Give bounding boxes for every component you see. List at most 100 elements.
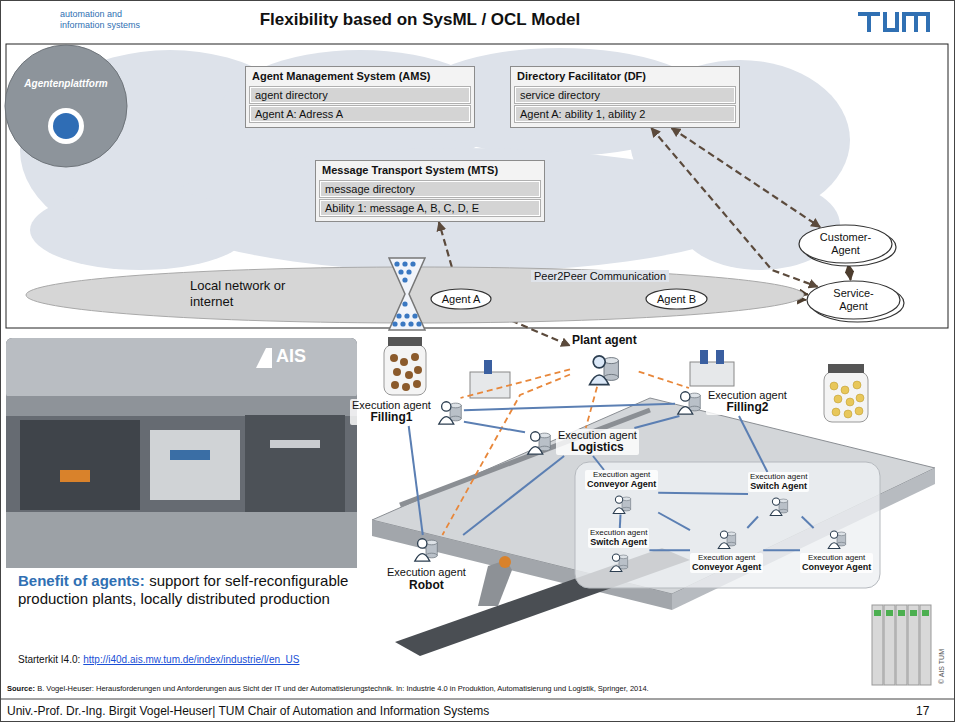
hourglass-dot (402, 277, 407, 282)
agent-kind: Execution agent (750, 472, 807, 481)
connector (619, 515, 622, 529)
badge-inner (48, 108, 84, 144)
network-band: Local network or internetAgent AAgent B (25, 266, 805, 324)
agent-label: Agent B (657, 293, 696, 306)
person-icon (830, 531, 837, 538)
agent-text: Execution agentRobot (385, 566, 468, 592)
lab-photo (6, 512, 357, 568)
connector (649, 549, 690, 551)
institute-name: automation and information systems (60, 9, 160, 31)
platform-badge: Agentenplattform (4, 44, 128, 168)
database-icon (619, 555, 628, 559)
tum-logo (926, 12, 930, 32)
badge-dot (53, 113, 79, 139)
lab-photo (60, 470, 90, 482)
plant-illustration (886, 610, 893, 616)
execution-agent: Execution agentSwitch Agent (588, 528, 649, 573)
jar-yellow (844, 410, 852, 418)
ellipse-text: Agent B (657, 293, 696, 306)
badge-ring (5, 45, 127, 167)
jar-yellow (824, 372, 868, 422)
agent-name: Conveyor Agent (802, 562, 871, 572)
jar-yellow (830, 382, 838, 390)
agent-name: Switch Agent (750, 481, 807, 491)
plant-illustration (470, 372, 510, 398)
jar-yellow (853, 381, 861, 389)
tum-logo (895, 12, 899, 32)
jar-brown (390, 354, 398, 362)
agent-icon (412, 535, 440, 563)
person-icon (770, 509, 782, 515)
agent-label: Agent A (442, 293, 481, 306)
agent-kind: Execution agent (708, 389, 787, 402)
ellipse-text: Service-Agent (823, 287, 885, 312)
edge-label: Peer2Peer Communication (531, 270, 669, 282)
jar-yellow (841, 386, 849, 394)
jar-yellow (824, 364, 868, 422)
directory-box: Agent Management System (AMS) agent direc… (245, 66, 475, 128)
person-icon (720, 531, 727, 538)
tum-logo (902, 12, 906, 32)
plant-illustration (884, 605, 895, 685)
jar-yellow (828, 364, 864, 373)
hourglass-icon (389, 258, 425, 330)
person-icon (718, 543, 730, 549)
database-icon (779, 499, 788, 503)
hourglass-dot (410, 261, 415, 266)
person-icon (678, 407, 693, 414)
jar-brown (384, 337, 426, 395)
agent-icon (768, 495, 790, 517)
agent-icon (611, 493, 633, 515)
footer-rule (0, 699, 955, 700)
agent-text: Plant agent (570, 334, 639, 348)
agent-icon (586, 351, 622, 387)
hourglass-dot (412, 313, 417, 318)
plant-illustration (922, 610, 929, 616)
agent-name: Robot (387, 579, 466, 593)
plant-illustration (484, 360, 492, 374)
plant-illustration (700, 350, 708, 364)
agent-icon (525, 428, 553, 456)
plant-illustration (898, 610, 905, 616)
badge-label: Agentenplattform (4, 78, 128, 89)
execution-agent: Execution agentRobot (385, 535, 468, 592)
agent-ellipse-outline (807, 281, 900, 319)
agent-text: Execution agentFilling2 (706, 389, 789, 415)
agent-ellipse: Agent A (430, 288, 492, 310)
connector (651, 128, 817, 287)
plant-illustration (872, 605, 931, 685)
agent-ellipse-outline (646, 289, 707, 309)
execution-agent: Execution agentSwitch Agent (748, 472, 809, 517)
lab-photo (6, 396, 357, 416)
connector (747, 517, 758, 529)
jar-yellow (830, 381, 864, 418)
agent-kind: Execution agent (692, 553, 761, 562)
person-icon (415, 554, 430, 561)
plant-illustration (372, 350, 935, 685)
jar-brown (384, 345, 426, 395)
agent-text: Execution agentConveyor Agent (690, 553, 763, 573)
person-icon (615, 495, 622, 502)
ellipse-text: Customer-Agent (815, 231, 877, 256)
plant-illustration (690, 362, 734, 386)
box-heading: Agent Management System (AMS) (250, 70, 470, 84)
lab-photo (256, 348, 272, 368)
connector (442, 375, 570, 536)
agent-name: Filling2 (708, 401, 787, 415)
directory-row: Agent A: ability 1, ability 2 (515, 106, 735, 122)
plant-illustration (910, 610, 917, 616)
directory-row: service directory (515, 87, 735, 103)
agent-kind: Execution agent (558, 429, 637, 442)
agent-icon (826, 528, 848, 550)
directory-row: agent directory (250, 87, 470, 103)
person-icon (828, 543, 840, 549)
tum-logo (914, 12, 918, 32)
person-icon (681, 392, 690, 401)
jar-brown (391, 381, 399, 389)
database-icon (539, 433, 550, 438)
hourglass-dot (406, 269, 411, 274)
lab-photo (150, 430, 240, 500)
database-icon (450, 403, 461, 408)
connector (593, 456, 604, 470)
jar-yellow (856, 394, 864, 402)
